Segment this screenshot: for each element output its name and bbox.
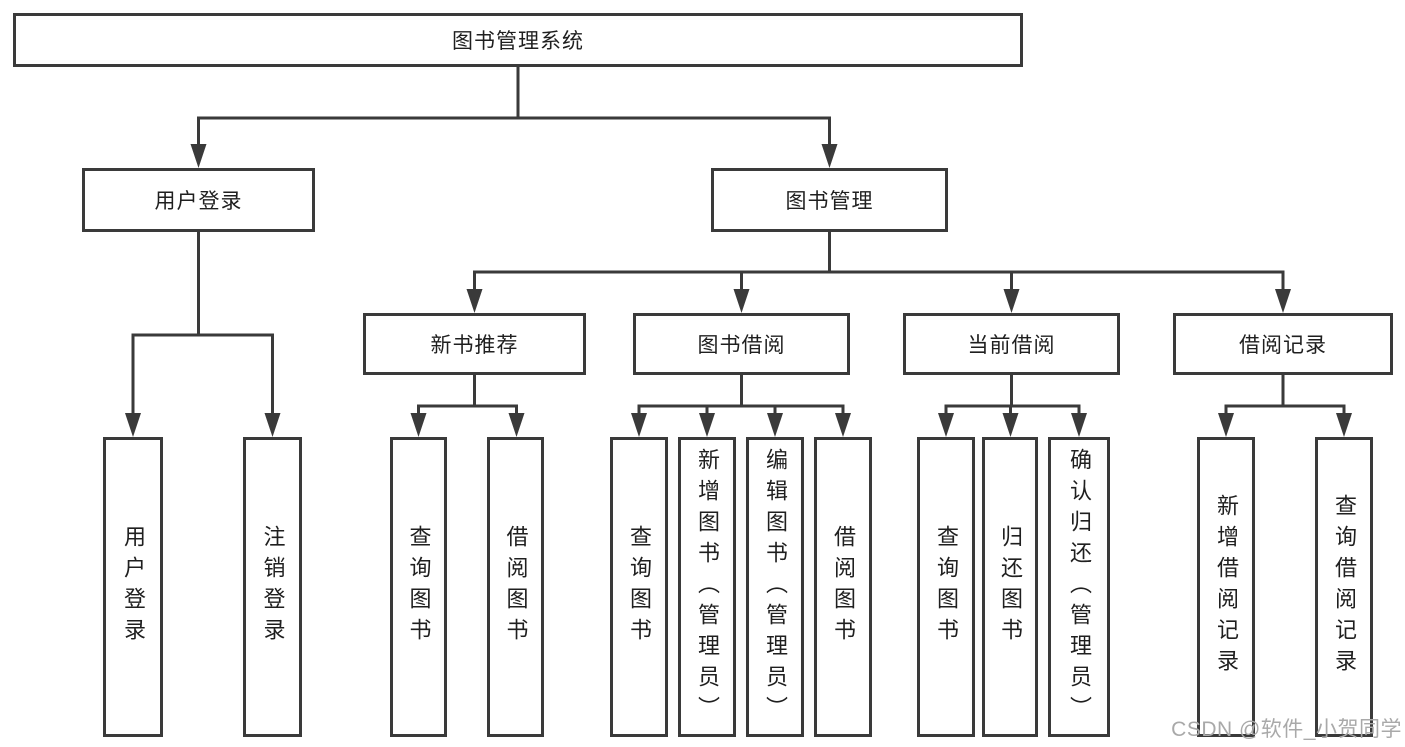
leaf-label: 查询图书 xyxy=(627,525,652,649)
node-label: 新书推荐 xyxy=(430,334,519,357)
leaf-borrow-books-borrowing: 借阅图书 xyxy=(814,437,872,737)
node-user-login: 用户登录 xyxy=(82,168,315,232)
leaf-label: 编辑图书（管理员） xyxy=(763,447,788,727)
leaf-query-books-borrowing: 查询图书 xyxy=(610,437,668,737)
leaf-label: 注销登录 xyxy=(260,525,286,649)
leaf-query-borrow-record: 查询借阅记录 xyxy=(1315,437,1373,737)
leaf-user-login: 用户登录 xyxy=(103,437,163,737)
leaf-add-borrow-record: 新增借阅记录 xyxy=(1197,437,1255,737)
node-label: 图书借阅 xyxy=(697,334,786,357)
leaf-label: 新增图书（管理员） xyxy=(695,447,720,727)
node-label: 图书管理 xyxy=(785,190,874,213)
node-current-borrowing: 当前借阅 xyxy=(903,313,1120,375)
node-new-book-recommend: 新书推荐 xyxy=(363,313,586,375)
node-book-management: 图书管理 xyxy=(711,168,948,232)
leaf-label: 借阅图书 xyxy=(503,525,529,649)
leaf-label: 查询借阅记录 xyxy=(1332,494,1357,680)
leaf-logout-login: 注销登录 xyxy=(243,437,302,737)
node-book-borrowing: 图书借阅 xyxy=(633,313,850,375)
leaf-add-books-admin: 新增图书（管理员） xyxy=(678,437,736,737)
leaf-label: 查询图书 xyxy=(406,525,432,649)
node-borrowing-records: 借阅记录 xyxy=(1173,313,1393,375)
leaf-label: 借阅图书 xyxy=(831,525,856,649)
leaf-label: 归还图书 xyxy=(998,525,1023,649)
leaf-label: 查询图书 xyxy=(934,525,959,649)
node-label: 借阅记录 xyxy=(1239,334,1327,357)
csdn-watermark: CSDN @软件_小贺同学 xyxy=(1171,718,1402,741)
leaf-query-books-recommend: 查询图书 xyxy=(390,437,447,737)
leaf-query-books-current: 查询图书 xyxy=(917,437,975,737)
node-library-management-system: 图书管理系统 xyxy=(13,13,1023,67)
node-label: 当前借阅 xyxy=(967,334,1056,357)
leaf-return-books: 归还图书 xyxy=(982,437,1038,737)
node-label: 图书管理系统 xyxy=(452,30,584,53)
node-label: 用户登录 xyxy=(154,190,243,213)
leaf-label: 用户登录 xyxy=(121,525,146,649)
leaf-confirm-return-admin: 确认归还（管理员） xyxy=(1048,437,1110,737)
leaf-label: 新增借阅记录 xyxy=(1214,494,1239,680)
arrowheads xyxy=(125,144,1352,437)
leaf-label: 确认归还（管理员） xyxy=(1067,447,1092,727)
leaf-borrow-books-recommend: 借阅图书 xyxy=(487,437,544,737)
leaf-edit-books-admin: 编辑图书（管理员） xyxy=(746,437,804,737)
